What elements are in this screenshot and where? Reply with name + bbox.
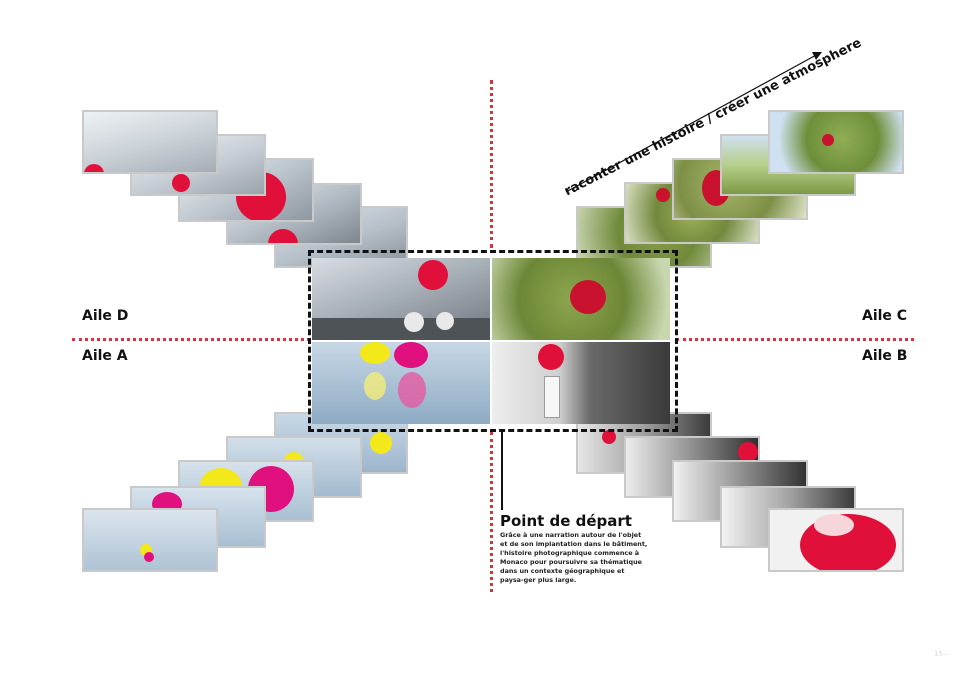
- child-figure: [544, 376, 560, 418]
- red-ball: [738, 442, 758, 462]
- starting-point-title: Point de départ: [500, 512, 632, 530]
- wing-d-photo: [82, 110, 218, 174]
- pink-balloon: [144, 552, 154, 562]
- starting-point-connector: [501, 432, 503, 510]
- child-head: [404, 312, 424, 332]
- vertical-divider-top: [490, 80, 493, 248]
- wing-b-photo: [768, 508, 904, 572]
- yellow-reflection: [364, 372, 386, 400]
- wing-d-label: Aile D: [82, 308, 129, 324]
- wing-c-photo: [768, 110, 904, 174]
- horizontal-divider-left: [72, 338, 310, 341]
- center-photo-tree: [492, 258, 670, 340]
- horizontal-divider-right: [676, 338, 914, 341]
- center-photo-street: [492, 342, 670, 424]
- wing-b-label: Aile B: [862, 348, 908, 364]
- pink-balloon: [394, 342, 428, 368]
- red-fruit: [822, 134, 834, 146]
- center-photo-mountain: [312, 258, 490, 340]
- red-ball: [602, 430, 616, 444]
- red-ball: [538, 344, 564, 370]
- red-ball: [84, 164, 104, 172]
- center-photo-water: [312, 342, 490, 424]
- wing-a-label: Aile A: [82, 348, 128, 364]
- child-head: [436, 312, 454, 330]
- red-fruit: [570, 280, 606, 314]
- yellow-balloon: [360, 342, 390, 364]
- pink-reflection: [398, 372, 426, 408]
- red-ball: [268, 229, 298, 243]
- vertical-divider-bottom: [490, 432, 493, 592]
- red-ball: [418, 260, 448, 290]
- starting-point-description: Grâce à une narration autour de l'objet …: [500, 531, 648, 584]
- page-number: 15—: [934, 650, 950, 658]
- wing-c-label: Aile C: [862, 308, 908, 324]
- ball-highlight: [814, 514, 854, 536]
- red-ball: [172, 174, 190, 192]
- wing-a-photo: [82, 508, 218, 572]
- starting-point-frame: [308, 250, 678, 432]
- yellow-balloon: [370, 432, 392, 454]
- red-fruit: [656, 188, 670, 202]
